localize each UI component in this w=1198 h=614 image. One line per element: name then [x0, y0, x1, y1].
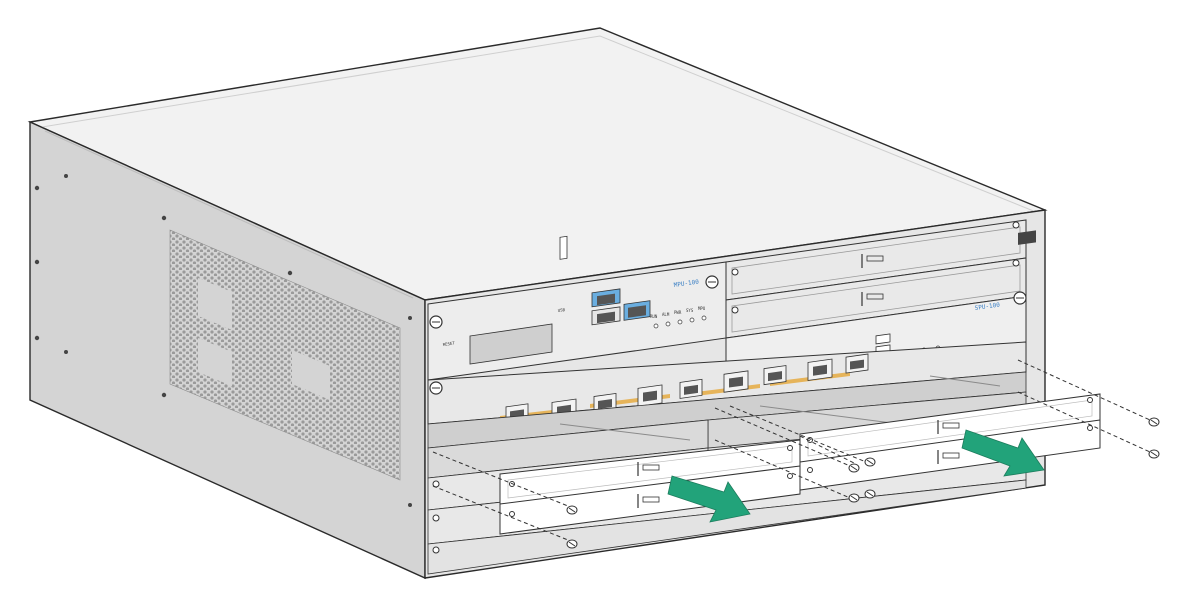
- arrow-right-down-icon: [667, 429, 1045, 523]
- status-led-label: ALM: [662, 312, 670, 317]
- reset-label: RESET: [442, 340, 455, 347]
- status-led-label: PWR: [674, 310, 682, 315]
- side-screws: [34, 174, 412, 507]
- interface-module-logo: SPU-100: [974, 301, 1000, 312]
- status-led-label: MPU: [698, 306, 706, 311]
- control-module: RUN ALM PWR SYS MPU MPU-100 RESET USB: [427, 235, 727, 381]
- usb-label: USB: [557, 307, 565, 313]
- filler-panel-right: [799, 393, 1101, 491]
- status-led-label: RUN: [650, 314, 658, 319]
- screw-icon: [566, 417, 1160, 549]
- control-module-logo: MPU-100: [673, 278, 699, 289]
- screw-guide-lines: [432, 359, 1151, 541]
- status-led-label: SYS: [686, 308, 694, 313]
